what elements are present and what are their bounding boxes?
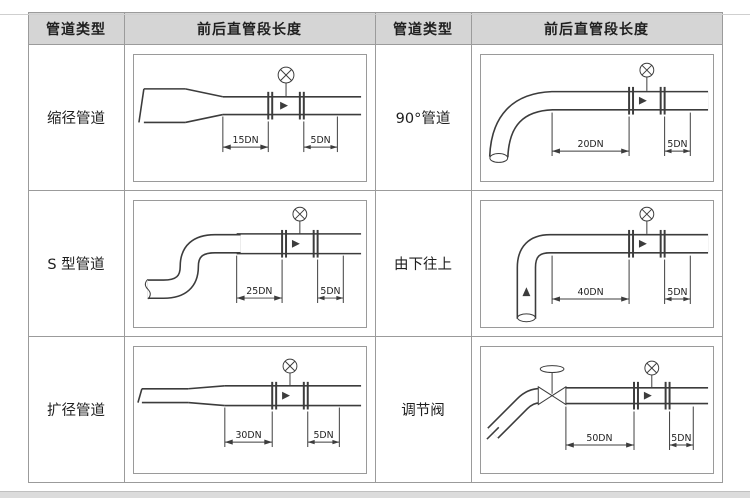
pipe-type-label-reducing: 缩径管道 [27, 44, 125, 191]
pipe-type-label-s-type: S 型管道 [27, 190, 125, 337]
pipe-shape [137, 87, 361, 123]
diagram-expanding-pipe: 30DN 5DN [136, 358, 361, 447]
diagram-box-s-type-pipe: 25DN 5DN [132, 199, 367, 328]
flow-meter-icon [627, 62, 666, 115]
diagram-cell: 15DN 5DN [123, 44, 376, 191]
dimension-small: 5DN [302, 116, 338, 152]
dim-main-label: 20DN [577, 139, 603, 150]
flow-arrow [638, 239, 647, 248]
dim-main-label: 30DN [235, 430, 261, 441]
diagram-box-reducing-pipe: 15DN 5DN [132, 53, 367, 182]
flow-arrow [643, 391, 652, 400]
flow-arrow [281, 391, 290, 400]
diagram-cell: 20DN 5DN [470, 44, 723, 191]
dimension-main: 20DN [551, 112, 630, 156]
flow-meter-icon [266, 66, 305, 119]
dim-small-label: 5DN [671, 433, 691, 444]
dimension-small: 5DN [306, 407, 340, 447]
dimension-main: 25DN [235, 255, 283, 303]
page-bottom-bar [0, 491, 750, 498]
dim-main-label: 25DN [246, 286, 272, 297]
dim-main-label: 40DN [577, 287, 603, 298]
pipe-type-label-bottom-up: 由下往上 [374, 190, 472, 337]
dim-small-label: 5DN [313, 430, 333, 441]
pipe-shape [144, 232, 361, 299]
diagram-box-control-valve: 50DN 5DN [479, 345, 714, 474]
dimension-main: 50DN [564, 406, 635, 450]
diagram-90-degree-pipe: 20DN 5DN [488, 62, 708, 163]
flow-meter-icon [280, 206, 319, 258]
header-straight-length-left: 前后直管段长度 [123, 12, 376, 45]
diagram-box-bottom-up-pipe: 40DN 5DN [479, 199, 714, 328]
up-flow-arrow [521, 286, 530, 296]
dimension-small: 5DN [668, 406, 694, 450]
dim-small-label: 5DN [667, 139, 687, 150]
header-straight-length-right: 前后直管段长度 [470, 12, 723, 45]
valve-icon [537, 364, 566, 405]
diagram-control-valve: 50DN 5DN [485, 360, 708, 450]
pipe-type-label-expanding: 扩径管道 [27, 336, 125, 483]
pipe-type-label-90deg: 90°管道 [374, 44, 472, 191]
flow-meter-icon [632, 360, 671, 410]
diagram-bottom-up-pipe: 40DN 5DN [516, 206, 708, 322]
header-pipe-type-right: 管道类型 [374, 12, 472, 45]
diagram-cell: 40DN 5DN [470, 190, 723, 337]
pipe-shape [516, 233, 708, 322]
dim-main-label: 15DN [232, 135, 258, 146]
dimension-small: 5DN [316, 255, 344, 303]
dimension-main: 15DN [221, 116, 269, 152]
pipe-shape [488, 90, 708, 163]
diagram-s-type-pipe: 25DN 5DN [144, 206, 361, 303]
dimension-small: 5DN [663, 112, 691, 156]
flow-arrow [291, 239, 300, 248]
header-pipe-type-left: 管道类型 [27, 12, 125, 45]
page-top-divider [0, 14, 750, 15]
dimension-main: 30DN [223, 407, 273, 447]
table-row: 缩径管道 [27, 44, 723, 191]
diagram-cell: 30DN 5DN [123, 336, 376, 483]
header-row: 管道类型 前后直管段长度 管道类型 前后直管段长度 [27, 12, 723, 45]
dimension-main: 40DN [551, 255, 630, 304]
table-row: 扩径管道 [27, 336, 723, 483]
diagram-box-90-degree-pipe: 20DN 5DN [479, 53, 714, 182]
diagram-cell: 50DN 5DN [470, 336, 723, 483]
dimension-small: 5DN [663, 255, 691, 304]
pipe-shape [136, 384, 361, 406]
dim-small-label: 5DN [320, 286, 340, 297]
diagram-cell: 25DN 5DN [123, 190, 376, 337]
diagram-box-expanding-pipe: 30DN 5DN [132, 345, 367, 474]
flow-meter-icon [270, 358, 309, 410]
pipe-spec-table: 管道类型 前后直管段长度 管道类型 前后直管段长度 缩径管道 [27, 12, 723, 483]
pipe-type-label-control-valve: 调节阀 [374, 336, 472, 483]
dim-main-label: 50DN [586, 433, 612, 444]
dim-small-label: 5DN [667, 287, 687, 298]
dim-small-label: 5DN [310, 135, 330, 146]
flow-arrow [638, 96, 647, 105]
table-row: S 型管道 [27, 190, 723, 337]
flow-meter-icon [627, 206, 666, 258]
flow-arrow [279, 101, 288, 110]
pipe-shape [485, 386, 708, 440]
diagram-reducing-pipe: 15DN 5DN [137, 66, 361, 152]
